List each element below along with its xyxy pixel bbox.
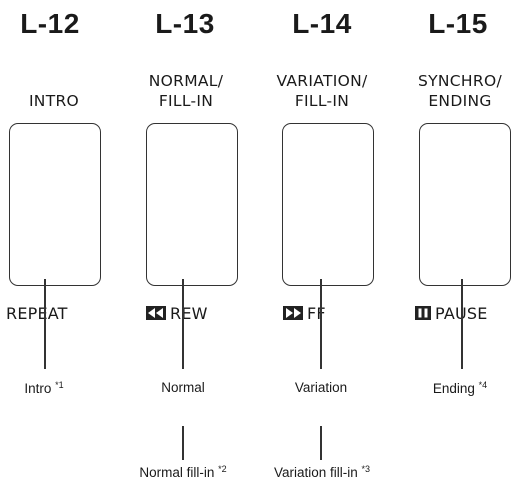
variation-fill-in-label-line2: FILL-IN: [294, 92, 350, 110]
variation-leader-line: [320, 279, 322, 369]
normal-fill-in-caption-text: Normal fill-in: [139, 465, 219, 480]
normal-fill-in-button[interactable]: [146, 123, 238, 286]
key-number-l14: L-14: [292, 8, 352, 39]
synchro-ending-button[interactable]: [419, 123, 511, 286]
variation-fill-in-button[interactable]: [282, 123, 374, 286]
normal-fill-in-label-line1: NORMAL/: [148, 72, 224, 90]
key-number-l13: L-13: [155, 8, 215, 39]
ending-leader-line: [461, 279, 463, 369]
rewind-icon: [146, 306, 166, 320]
footnote-mark-2: *2: [218, 464, 227, 474]
pause-label: PAUSE: [415, 304, 488, 324]
normal-fill-in-leader-line: [182, 426, 184, 460]
synchro-ending-label: SYNCHRO/ ENDING: [395, 71, 519, 111]
footnote-mark-4: *4: [478, 380, 488, 390]
variation-fill-in-label-line1: VARIATION/: [276, 72, 368, 90]
variation-fill-in-leader-line: [320, 426, 322, 460]
variation-fill-in-caption-text: Variation fill-in: [273, 465, 362, 480]
normal-caption: Normal: [123, 380, 243, 395]
variation-caption: Variation: [261, 380, 381, 395]
variation-caption-text: Variation: [294, 380, 348, 395]
rewind-label-text: REW: [170, 304, 208, 323]
ending-caption-text: Ending: [432, 381, 479, 396]
pause-icon: [415, 306, 431, 320]
intro-button[interactable]: [9, 123, 101, 286]
normal-fill-in-caption: Normal fill-in *2: [113, 464, 253, 480]
variation-fill-in-label: VARIATION/ FILL-IN: [257, 71, 387, 111]
key-number-l12: L-12: [20, 8, 80, 39]
normal-leader-line: [182, 279, 184, 369]
ending-caption: Ending *4: [400, 380, 519, 396]
intro-label: INTRO: [0, 91, 119, 111]
fast-forward-label-text: FF: [307, 304, 326, 323]
normal-fill-in-label: NORMAL/ FILL-IN: [121, 71, 251, 111]
normal-caption-text: Normal: [161, 380, 205, 395]
variation-fill-in-caption: Variation fill-in *3: [252, 464, 392, 480]
key-number-l15: L-15: [428, 8, 488, 39]
intro-caption: Intro *1: [0, 380, 104, 396]
intro-leader-line: [44, 279, 46, 369]
repeat-label: REPEAT: [6, 304, 68, 323]
normal-fill-in-label-line2: FILL-IN: [158, 92, 214, 110]
rewind-label: REW: [146, 304, 208, 324]
synchro-ending-label-line1: SYNCHRO/: [418, 72, 502, 90]
intro-caption-text: Intro: [24, 381, 56, 396]
footnote-mark-1: *1: [55, 380, 64, 390]
footnote-mark-3: *3: [361, 464, 371, 474]
fast-forward-icon: [283, 306, 303, 320]
synchro-ending-label-line2: ENDING: [428, 92, 492, 110]
intro-label-line: INTRO: [28, 92, 80, 110]
